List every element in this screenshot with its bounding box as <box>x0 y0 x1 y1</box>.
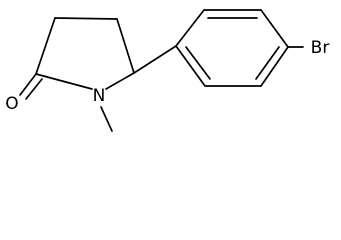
bond-c2-c3 <box>35 17 56 75</box>
bond-c4-c5 <box>116 18 135 74</box>
bond-ar1-ar2 <box>175 9 205 47</box>
bond-c5-n1 <box>105 72 135 90</box>
bond-ar-inner-left <box>185 46 211 80</box>
bond-c2-o-outer <box>19 73 37 96</box>
bond-ar6-ar1 <box>175 45 206 87</box>
atom-nitrogen-label: N <box>93 86 106 106</box>
bond-ar4-ar5 <box>260 46 289 87</box>
bond-n1-methyl <box>100 106 113 132</box>
bond-ar-inner-right <box>255 46 280 80</box>
bond-c2-o-inner <box>25 78 43 100</box>
atom-oxygen-label: O <box>5 94 18 114</box>
bond-c3-c4 <box>54 17 118 20</box>
structure-diagram: O N Br <box>5 9 330 132</box>
bond-n1-c2 <box>35 73 93 90</box>
bond-ar3-ar4 <box>260 9 289 48</box>
atom-bromine-label: Br <box>311 38 330 58</box>
bond-c5-aryl <box>133 45 177 74</box>
